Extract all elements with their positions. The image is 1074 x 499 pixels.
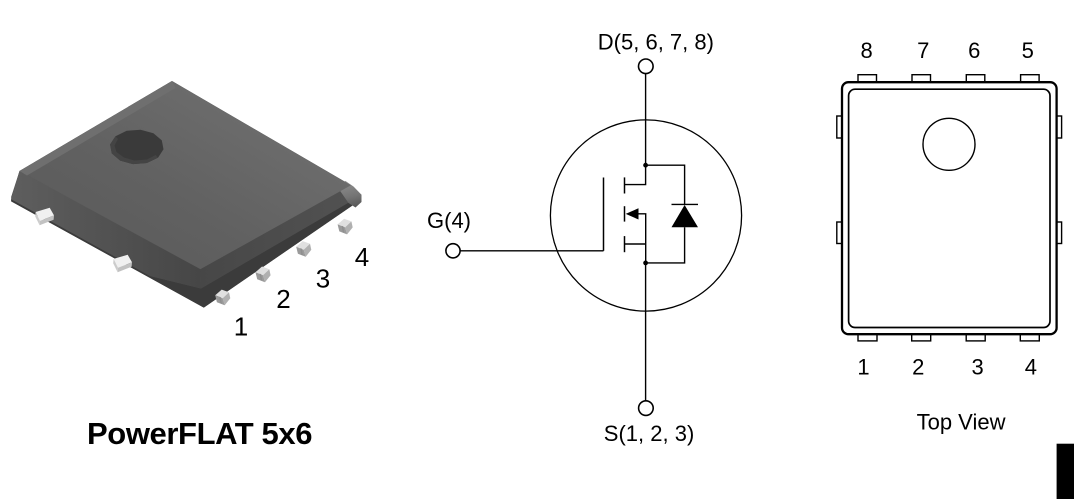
svg-text:3: 3: [971, 354, 983, 379]
svg-text:4: 4: [355, 242, 369, 272]
svg-text:4: 4: [1025, 354, 1037, 379]
svg-text:2: 2: [276, 284, 290, 314]
svg-text:2: 2: [912, 354, 924, 379]
svg-text:PowerFLAT 5x6: PowerFLAT 5x6: [87, 416, 312, 451]
svg-text:G(4): G(4): [427, 208, 471, 233]
svg-text:D(5, 6, 7, 8): D(5, 6, 7, 8): [598, 30, 714, 55]
svg-text:1: 1: [857, 354, 869, 379]
svg-text:Top View: Top View: [917, 409, 1006, 434]
svg-text:6: 6: [968, 38, 980, 63]
svg-text:S(1, 2, 3): S(1, 2, 3): [604, 421, 694, 446]
svg-text:1: 1: [234, 311, 248, 341]
svg-text:8: 8: [860, 38, 872, 63]
svg-text:5: 5: [1022, 38, 1034, 63]
svg-text:3: 3: [316, 264, 330, 294]
svg-text:7: 7: [917, 38, 929, 63]
